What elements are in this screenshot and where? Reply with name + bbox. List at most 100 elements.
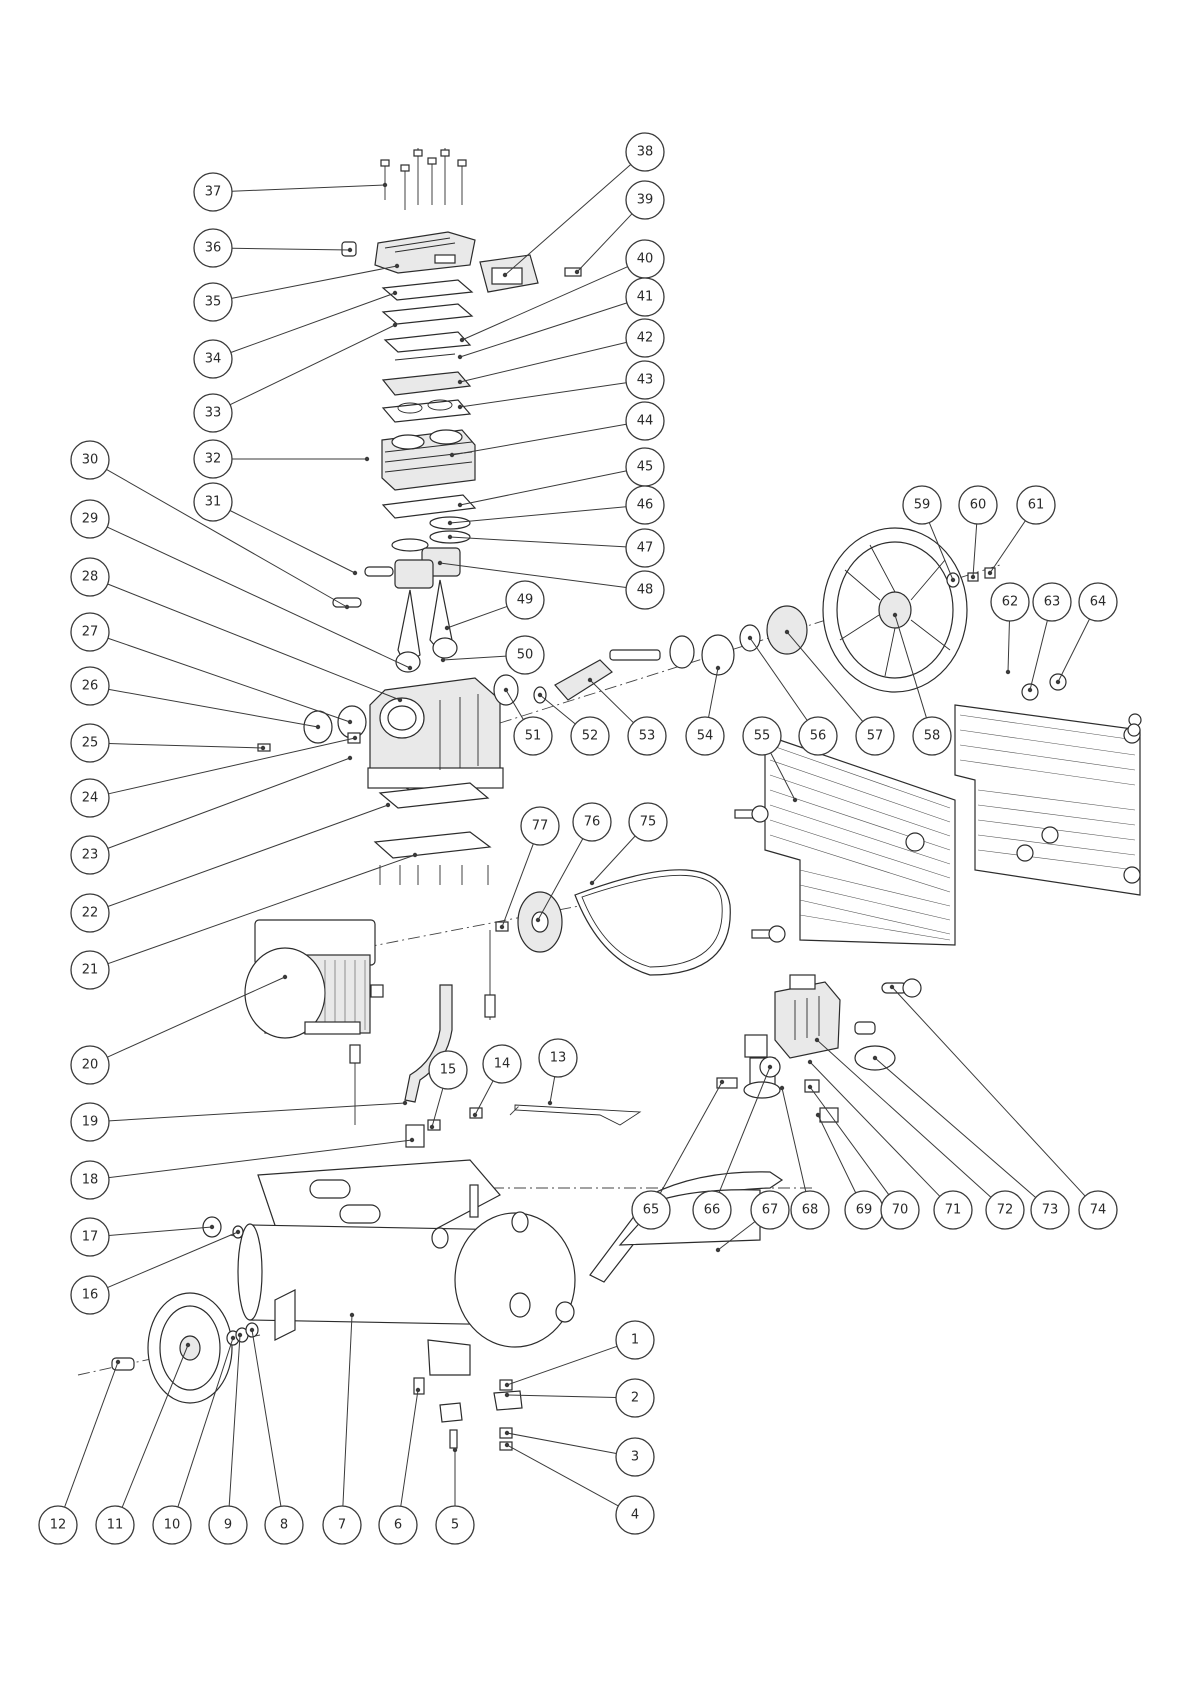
callout-27: 27 [71, 613, 109, 651]
callout-number: 28 [82, 570, 99, 585]
leader-anchor-10 [231, 1336, 235, 1340]
base-plate-21 [375, 832, 490, 858]
leader-anchor-54 [716, 666, 720, 670]
callout-number: 63 [1044, 595, 1061, 610]
callout-number: 38 [637, 145, 654, 160]
callout-76: 76 [573, 803, 611, 841]
wheel [148, 1293, 232, 1403]
leader-anchor-29 [408, 666, 412, 670]
callout-1: 1 [616, 1321, 654, 1359]
rubber-foot-5 [440, 1403, 462, 1422]
leader-anchor-63 [1028, 688, 1032, 692]
callout-number: 13 [550, 1051, 567, 1066]
leader-line-50 [443, 656, 506, 660]
leader-anchor-30 [345, 605, 349, 609]
leader-anchor-7 [350, 1313, 354, 1317]
callout-19: 19 [71, 1103, 109, 1141]
leader-line-36 [232, 248, 350, 250]
leader-anchor-5 [453, 1448, 457, 1452]
callout-42: 42 [626, 319, 664, 357]
callout-77: 77 [521, 807, 559, 845]
leader-anchor-11 [186, 1343, 190, 1347]
callout-number: 55 [754, 729, 771, 744]
leader-line-64 [1058, 619, 1090, 682]
callout-62: 62 [991, 583, 1029, 621]
callout-number: 64 [1090, 595, 1107, 610]
callout-57: 57 [856, 717, 894, 755]
callout-number: 56 [810, 729, 827, 744]
belt-guard-front [735, 735, 955, 945]
leader-anchor-18 [410, 1138, 414, 1142]
callout-28: 28 [71, 558, 109, 596]
callout-15: 15 [429, 1051, 467, 1089]
flywheel [823, 528, 967, 692]
leader-anchor-17 [210, 1225, 214, 1229]
reed-41 [395, 354, 455, 360]
callout-51: 51 [514, 717, 552, 755]
callout-16: 16 [71, 1276, 109, 1314]
leader-anchor-52 [538, 693, 542, 697]
leader-anchor-22 [386, 803, 390, 807]
electric-motor [245, 920, 383, 1038]
leader-line-23 [108, 758, 350, 848]
callout-number: 51 [525, 729, 542, 744]
leader-anchor-40 [460, 338, 464, 342]
leader-anchor-66 [768, 1065, 772, 1069]
base-bolts [380, 865, 488, 885]
callout-number: 18 [82, 1173, 99, 1188]
leader-line-61 [990, 521, 1025, 573]
leader-anchor-13 [548, 1101, 552, 1105]
leader-line-1 [507, 1346, 617, 1385]
callout-number: 77 [532, 819, 549, 834]
leader-line-75 [592, 836, 635, 883]
leader-anchor-68 [780, 1086, 784, 1090]
air-filter [480, 255, 581, 292]
leader-line-7 [343, 1315, 352, 1506]
callout-number: 44 [637, 414, 654, 429]
callout-number: 9 [224, 1518, 232, 1533]
leader-anchor-71 [808, 1060, 812, 1064]
leader-line-46 [450, 507, 626, 523]
callout-number: 11 [107, 1518, 124, 1533]
callout-number: 61 [1028, 498, 1045, 513]
compressor-artwork [78, 148, 1141, 1450]
valve-plate-42 [383, 372, 470, 395]
callout-2: 2 [616, 1379, 654, 1417]
callout-number: 45 [637, 460, 654, 475]
callout-37: 37 [194, 173, 232, 211]
leader-anchor-19 [403, 1101, 407, 1105]
leader-anchor-9 [238, 1333, 242, 1337]
leader-line-14 [475, 1081, 493, 1115]
leader-line-73 [875, 1058, 1036, 1198]
leader-line-44 [452, 424, 626, 455]
leader-line-63 [1030, 620, 1047, 690]
callout-number: 47 [637, 541, 654, 556]
callout-number: 75 [640, 815, 657, 830]
leader-anchor-37 [383, 183, 387, 187]
leader-anchor-48 [438, 561, 442, 565]
callout-43: 43 [626, 361, 664, 399]
leader-line-25 [109, 744, 263, 748]
leader-line-19 [109, 1103, 405, 1121]
callout-24: 24 [71, 779, 109, 817]
leader-line-39 [577, 214, 632, 272]
leader-anchor-73 [873, 1056, 877, 1060]
callout-number: 2 [631, 1391, 639, 1406]
leader-anchor-56 [748, 636, 752, 640]
leader-line-60 [973, 524, 977, 577]
leader-anchor-44 [450, 453, 454, 457]
callout-number: 73 [1042, 1203, 1059, 1218]
leader-anchor-15 [430, 1125, 434, 1129]
callout-number: 12 [50, 1518, 67, 1533]
leader-anchor-75 [590, 881, 594, 885]
leader-line-16 [107, 1232, 238, 1288]
leader-line-3 [507, 1433, 616, 1453]
leader-anchor-55 [793, 798, 797, 802]
callout-21: 21 [71, 951, 109, 989]
leader-anchor-47 [448, 535, 452, 539]
callout-35: 35 [194, 283, 232, 321]
leader-anchor-28 [398, 698, 402, 702]
callout-26: 26 [71, 667, 109, 705]
gasket-40 [385, 332, 470, 352]
leader-anchor-2 [505, 1393, 509, 1397]
